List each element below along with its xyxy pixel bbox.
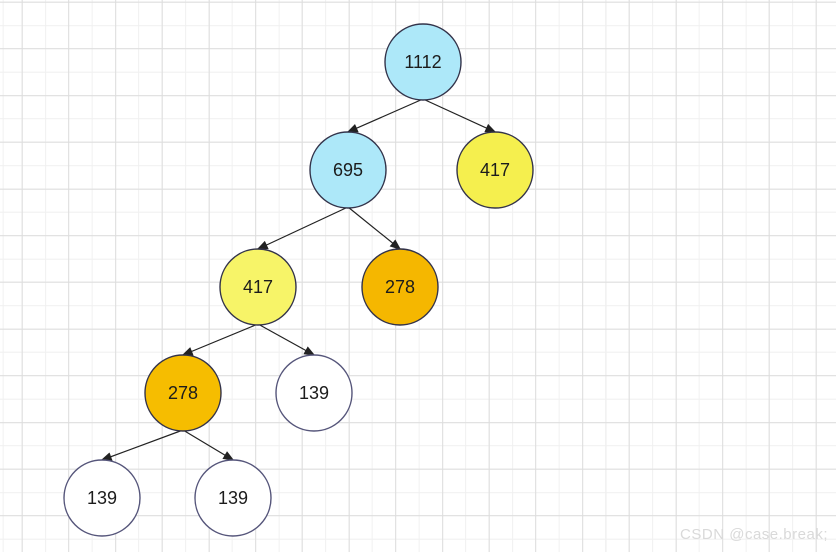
tree-node-circle[interactable] xyxy=(144,354,222,432)
tree-node[interactable]: 139 xyxy=(194,459,272,537)
tree-node-circle[interactable] xyxy=(384,23,462,101)
tree-node-label: 139 xyxy=(87,488,117,508)
tree-node-label: 139 xyxy=(218,488,248,508)
tree-edge[interactable] xyxy=(422,98,497,133)
tree-node[interactable]: 278 xyxy=(144,354,222,432)
tree-node[interactable]: 1112 xyxy=(384,23,462,101)
tree-edges-layer xyxy=(100,98,497,461)
tree-node-label: 1112 xyxy=(404,52,441,72)
tree-node-circle[interactable] xyxy=(275,354,353,432)
tree-node-label: 278 xyxy=(385,277,415,297)
tree-edge[interactable] xyxy=(257,323,316,356)
tree-node-label: 417 xyxy=(480,160,510,180)
tree-node-label: 695 xyxy=(333,160,363,180)
tree-node[interactable]: 417 xyxy=(456,131,534,209)
tree-nodes-layer: 1112 695 417 417 278 278 139 139 139 xyxy=(63,23,534,537)
tree-edge[interactable] xyxy=(100,429,184,461)
tree-edge[interactable] xyxy=(347,206,402,250)
tree-node-label: 417 xyxy=(243,277,273,297)
tree-node-circle[interactable] xyxy=(309,131,387,209)
tree-node-circle[interactable] xyxy=(63,459,141,537)
tree-node-circle[interactable] xyxy=(219,248,297,326)
tree-node-circle[interactable] xyxy=(194,459,272,537)
tree-node[interactable]: 139 xyxy=(63,459,141,537)
tree-node-label: 278 xyxy=(168,383,198,403)
tree-node[interactable]: 278 xyxy=(361,248,439,326)
tree-edge[interactable] xyxy=(256,206,349,250)
tree-edge[interactable] xyxy=(346,98,424,133)
tree-node-circle[interactable] xyxy=(361,248,439,326)
tree-node[interactable]: 417 xyxy=(219,248,297,326)
tree-edge[interactable] xyxy=(182,429,235,461)
tree-node-circle[interactable] xyxy=(456,131,534,209)
tree-node[interactable]: 139 xyxy=(275,354,353,432)
tree-edge[interactable] xyxy=(181,323,259,356)
tree-node-label: 139 xyxy=(299,383,329,403)
tree-node[interactable]: 695 xyxy=(309,131,387,209)
